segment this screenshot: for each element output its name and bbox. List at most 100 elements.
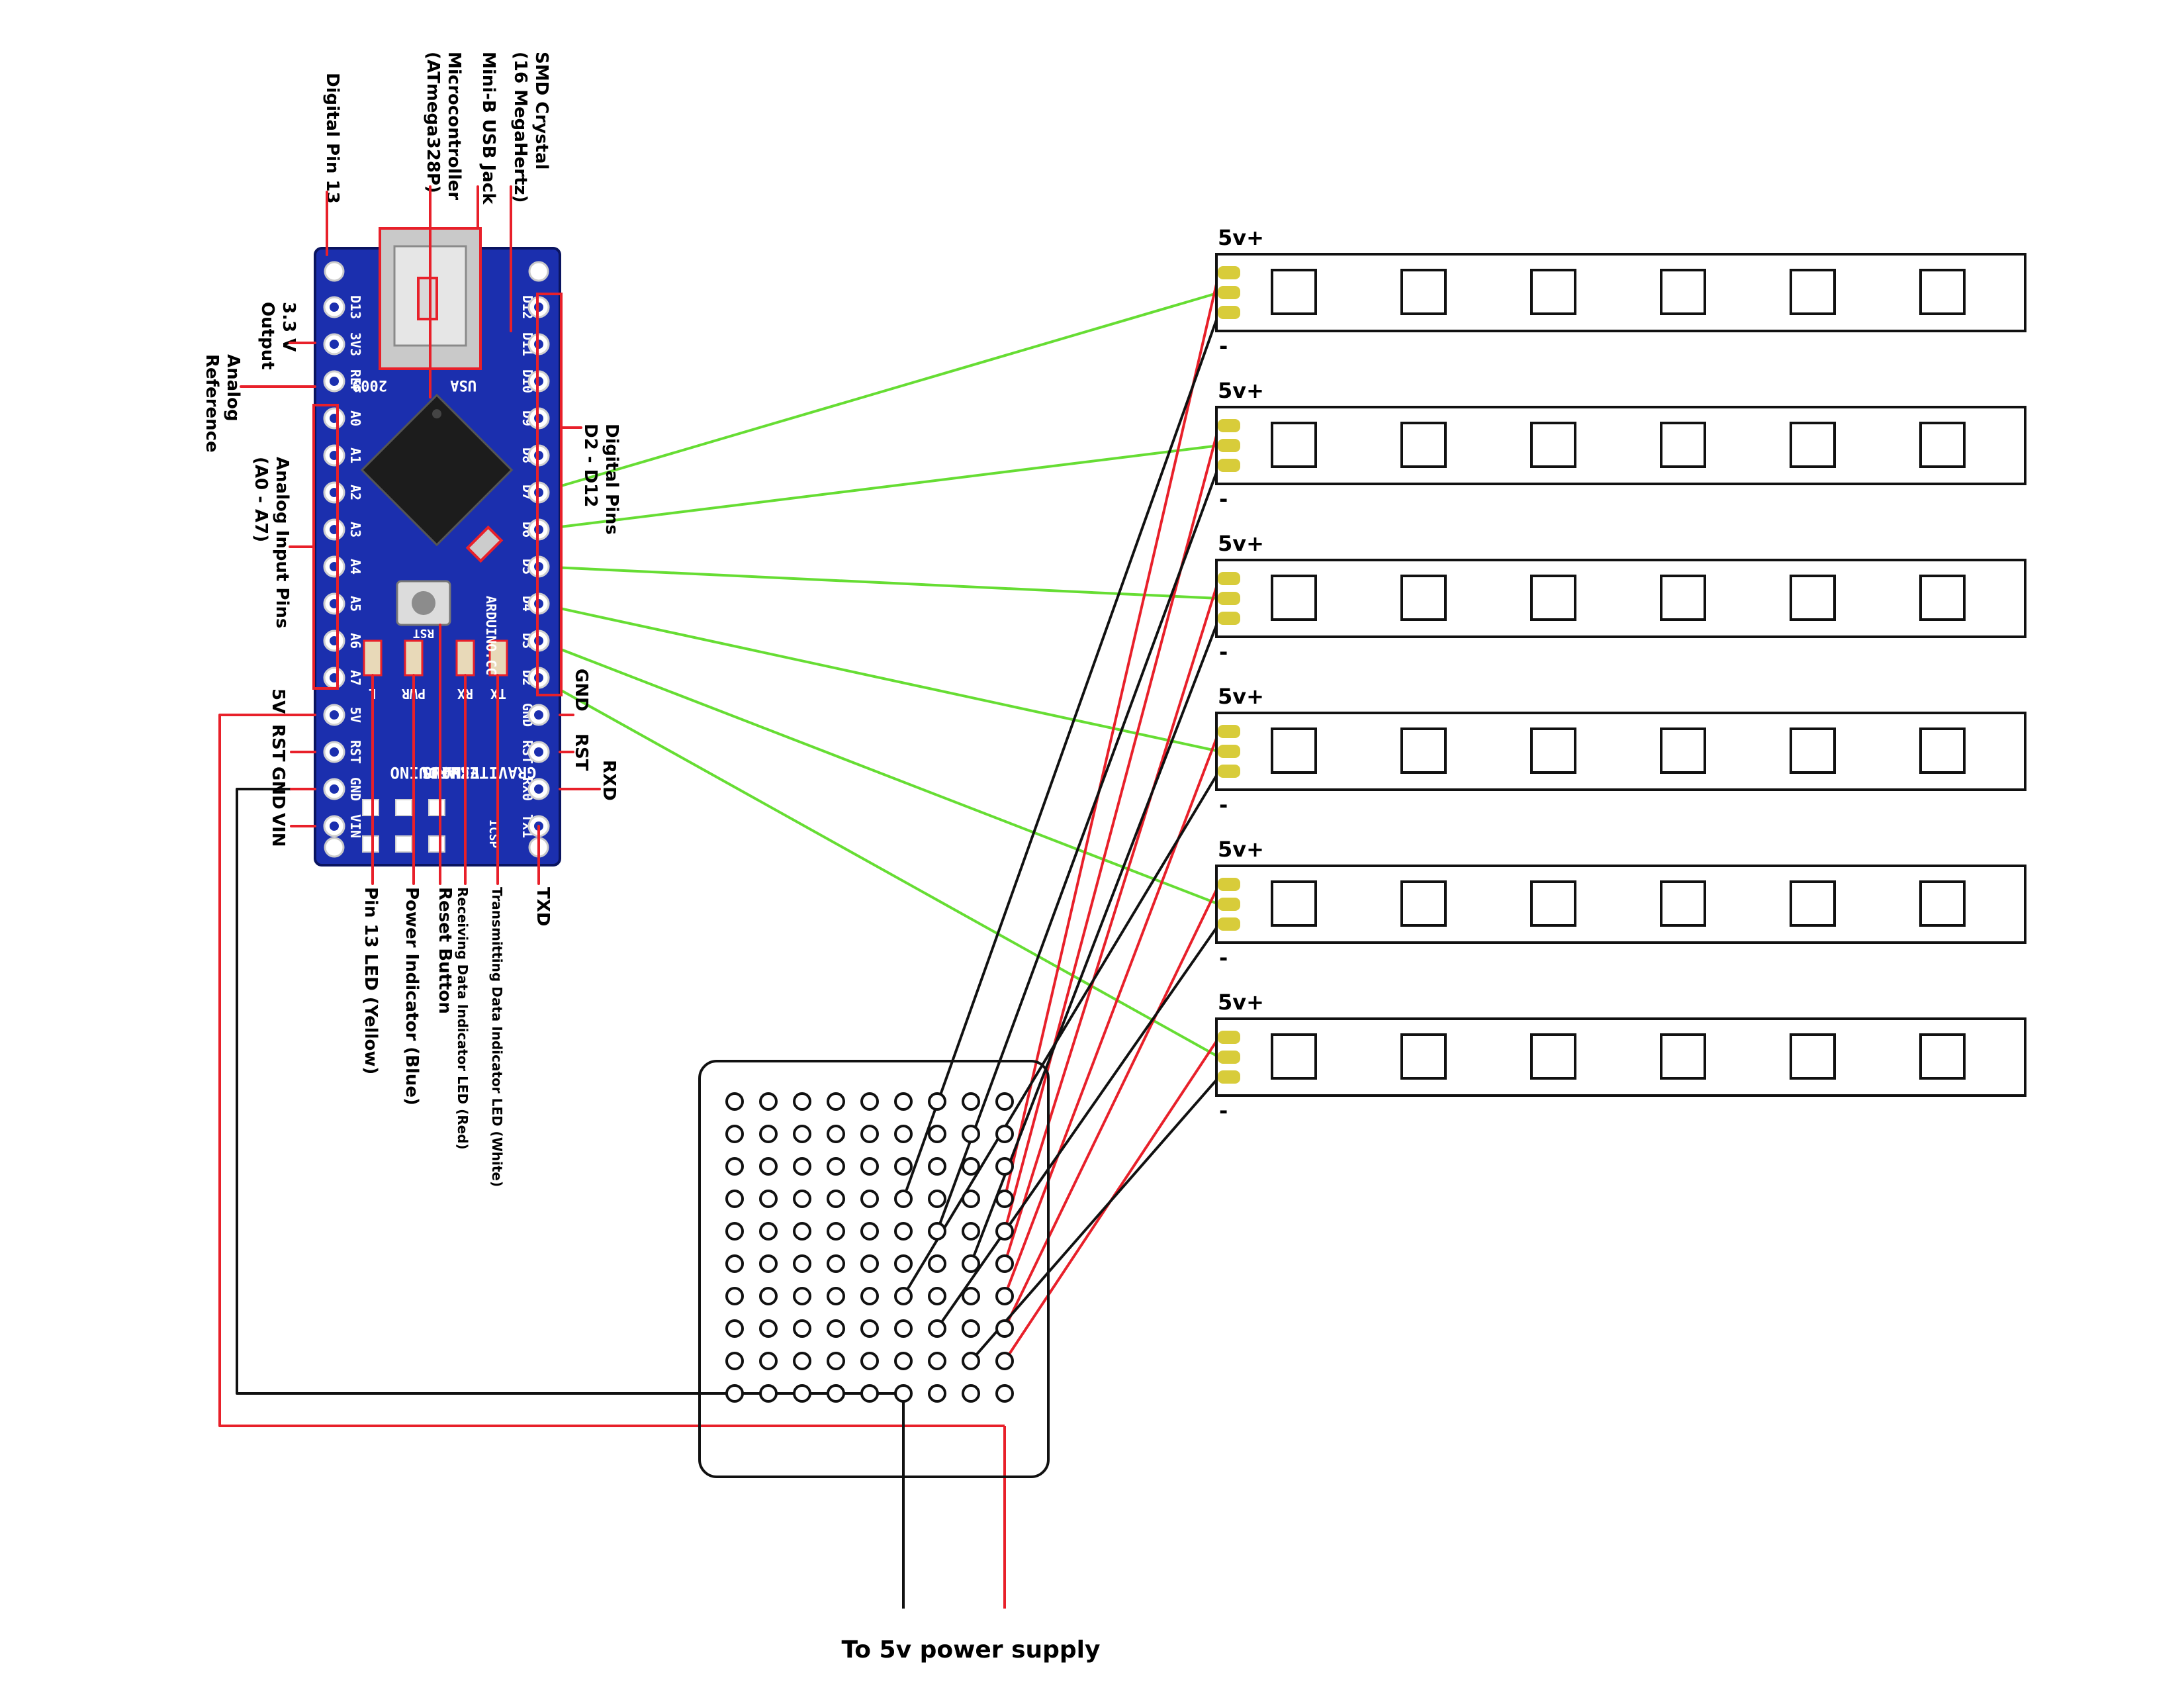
strip-plus-label: 5v+	[1218, 684, 1264, 709]
proto-hole	[928, 1254, 946, 1273]
proto-hole	[860, 1352, 879, 1370]
strip-pad	[1218, 1031, 1240, 1044]
microcontroller-chip	[360, 393, 514, 547]
left-pin-label: VIN	[347, 814, 363, 838]
callout-tx-led: Transmitting Data Indicator LED (White)	[489, 887, 505, 1187]
callout-microcontroller-line: Microcontroller	[444, 52, 464, 200]
board-site-text: ARDUINO.CC	[483, 596, 499, 675]
proto-hole	[928, 1157, 946, 1176]
led-pixel	[1790, 269, 1836, 315]
power-wire-red	[1003, 578, 1220, 1264]
led-pixel	[1530, 575, 1576, 621]
proto-hole	[793, 1287, 811, 1305]
proto-hole	[827, 1222, 845, 1241]
led-pixel	[1271, 880, 1317, 927]
proto-hole	[759, 1157, 778, 1176]
strip-pad	[1218, 266, 1240, 279]
proto-hole	[894, 1319, 913, 1338]
led-pixel	[1919, 575, 1966, 621]
proto-hole	[827, 1352, 845, 1370]
left-pin-label: A0	[347, 410, 363, 426]
led-pixel	[1660, 1033, 1706, 1080]
proto-hole	[928, 1319, 946, 1338]
proto-hole	[995, 1352, 1014, 1370]
callout-smd-crystal-line: (16 MegaHertz)	[510, 52, 530, 203]
strip-pad	[1218, 898, 1240, 911]
led-strip: 5v+-	[1215, 837, 2026, 970]
proto-hole	[725, 1222, 744, 1241]
proto-hole	[995, 1287, 1014, 1305]
reset-button-cap[interactable]	[412, 591, 435, 615]
strip-pad	[1218, 459, 1240, 472]
callout-smd-crystal-line: SMD Crystal	[531, 52, 551, 169]
proto-hole	[928, 1190, 946, 1208]
strip-minus-label: -	[1219, 1098, 1228, 1123]
led-pixel	[1790, 422, 1836, 468]
brand-line: V3.0	[441, 763, 480, 782]
proto-hole	[827, 1190, 845, 1208]
proto-hole	[962, 1319, 980, 1338]
proto-hole	[793, 1092, 811, 1111]
proto-hole	[860, 1319, 879, 1338]
proto-hole	[827, 1384, 845, 1403]
proto-hole	[894, 1254, 913, 1273]
proto-hole	[962, 1287, 980, 1305]
ground-wire-black	[902, 770, 1220, 1297]
led-pixel	[1271, 727, 1317, 774]
led-strip: 5v+-	[1215, 684, 2026, 818]
proto-hole	[725, 1254, 744, 1273]
led-pixel	[1660, 727, 1706, 774]
strip-pad	[1218, 878, 1240, 891]
power-led	[404, 639, 424, 677]
strip-pad	[1218, 439, 1240, 452]
left-pin-label: A7	[347, 670, 363, 686]
left-pin-label: A2	[347, 485, 363, 500]
led-pixel	[1790, 880, 1836, 927]
strip-pad	[1218, 725, 1240, 738]
board-rst-text: RST	[413, 626, 435, 640]
pin-hole	[534, 747, 543, 757]
led-pixel	[1530, 727, 1576, 774]
left-pin-label: REF	[347, 369, 363, 393]
proto-hole	[962, 1092, 980, 1111]
mounting-hole	[528, 261, 549, 282]
led-strip: 5v+-	[1215, 531, 2026, 665]
proto-hole	[928, 1222, 946, 1241]
callout-left-pin-0: 5V	[268, 688, 288, 714]
brand-line: ARDUINO	[390, 763, 457, 782]
callout-power-led: Power Indicator (Blue)	[402, 887, 422, 1105]
strip-plus-label: 5v+	[1218, 378, 1264, 403]
left-pin-label: GND	[347, 777, 363, 801]
proto-hole	[759, 1319, 778, 1338]
strip-pad	[1218, 419, 1240, 432]
proto-hole	[962, 1352, 980, 1370]
proto-hole	[928, 1384, 946, 1403]
proto-hole	[928, 1125, 946, 1143]
led-pixel	[1790, 727, 1836, 774]
callout-analog-input-pins-line: Analog Input Pins	[272, 457, 292, 628]
proto-hole	[962, 1125, 980, 1143]
proto-hole	[725, 1287, 744, 1305]
ground-wire-black	[970, 618, 1220, 1264]
led-pixel	[1790, 1033, 1836, 1080]
callout-digital-pin-13: Digital Pin 13	[322, 73, 342, 204]
proto-hole	[928, 1092, 946, 1111]
proto-hole	[759, 1352, 778, 1370]
proto-hole	[995, 1157, 1014, 1176]
proto-hole	[759, 1222, 778, 1241]
callout-rxd: RXD	[599, 760, 619, 801]
ground-wire-black	[936, 923, 1220, 1330]
protoboard-outline	[698, 1060, 1050, 1478]
led-pixel	[1660, 575, 1706, 621]
proto-hole	[995, 1125, 1014, 1143]
left-pin-label: D13	[347, 295, 363, 319]
smd-crystal	[417, 277, 438, 320]
led-pixel	[1400, 422, 1447, 468]
arduino-nano-board: USA 2009 ARDUINO.CC RST ICSP ARDUINONANO…	[312, 227, 563, 867]
digital-pins-highlight	[536, 293, 563, 696]
proto-hole	[827, 1287, 845, 1305]
led-pixel	[1400, 880, 1447, 927]
